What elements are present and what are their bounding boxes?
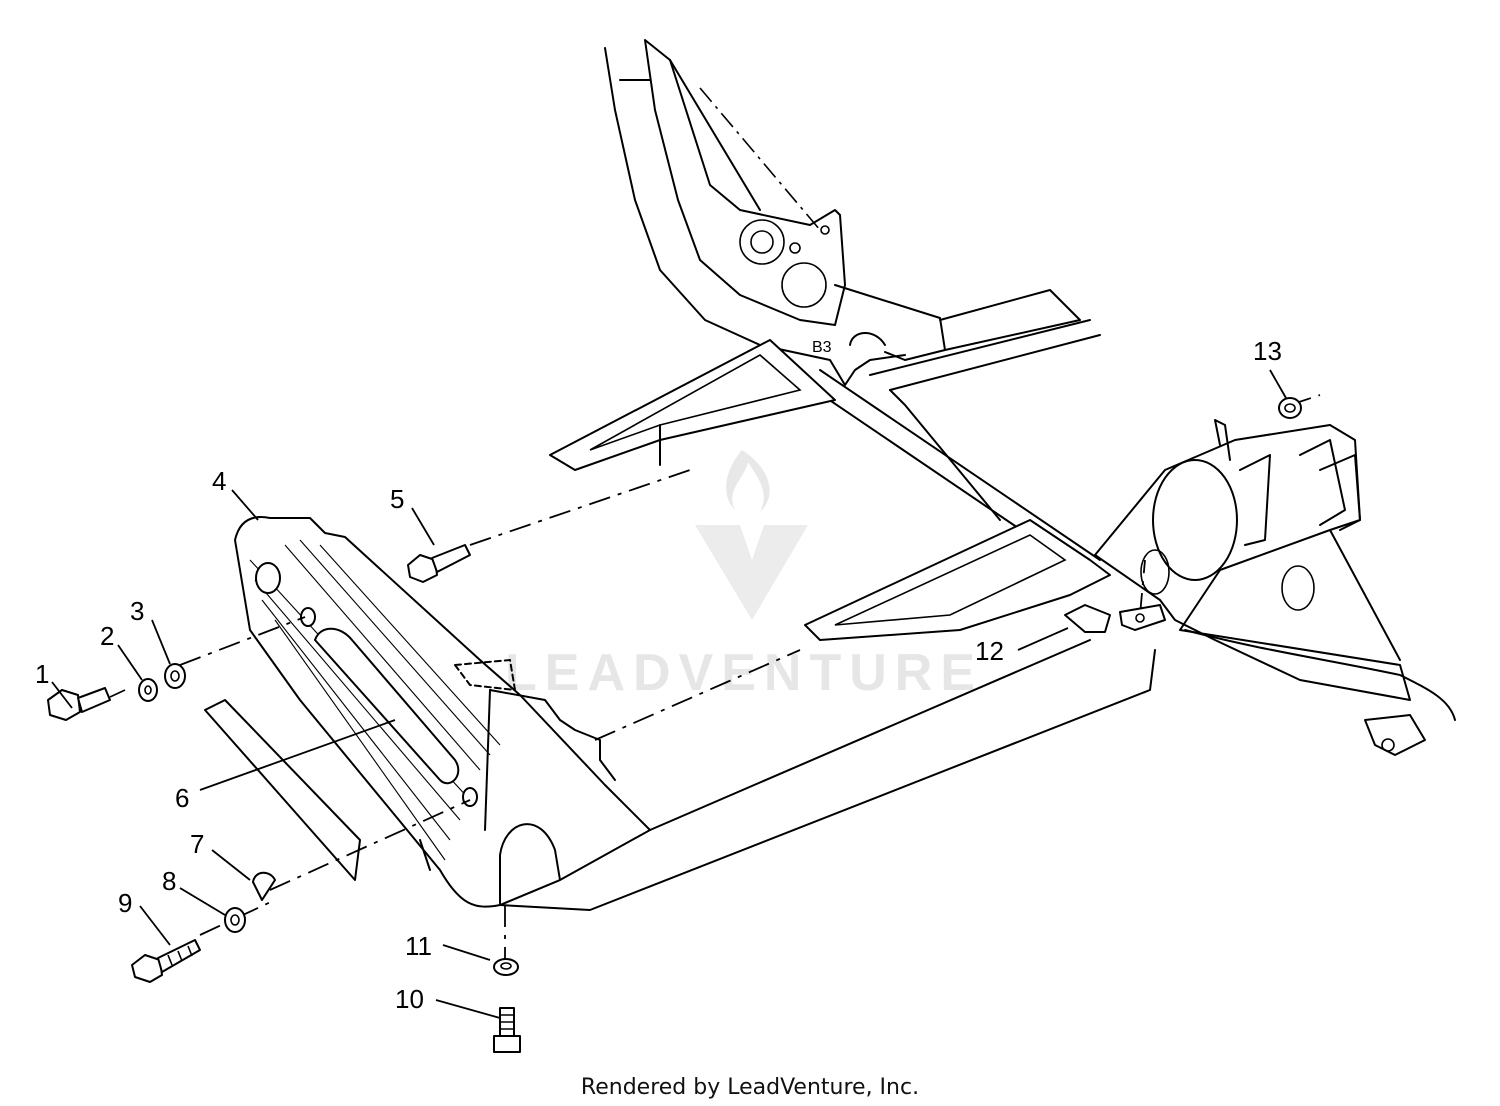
upper-bracket <box>549 339 836 471</box>
lower-bracket <box>804 519 1111 641</box>
frame-marking: B3 <box>812 339 832 356</box>
callout-12: 12 <box>975 636 1004 666</box>
part-5-spacer <box>407 544 471 583</box>
footer-credit: Rendered by LeadVenture, Inc. <box>581 1075 919 1100</box>
part-13-nut <box>1278 397 1302 419</box>
part-8-washer <box>224 907 246 933</box>
part-9-bolt <box>131 939 201 983</box>
callout-2: 2 <box>100 621 114 651</box>
outline-lines <box>499 639 1156 911</box>
frame-upright: B3 <box>604 39 946 386</box>
callout-5: 5 <box>390 484 404 514</box>
callout-1: 1 <box>35 659 49 689</box>
callouts: 1 2 3 4 5 6 7 8 9 10 11 12 13 <box>35 336 1282 1014</box>
part-1-bolt <box>47 687 126 721</box>
leader-lines <box>51 369 1287 1019</box>
frame-rails <box>799 289 1101 571</box>
callout-9: 9 <box>118 888 132 918</box>
watermark-logo: LEADVENTURE <box>505 450 983 702</box>
callout-11: 11 <box>405 931 432 961</box>
part-11-nut <box>493 958 519 976</box>
callout-8: 8 <box>162 866 176 896</box>
watermark-text: LEADVENTURE <box>505 644 983 702</box>
part-4-guard <box>234 516 651 908</box>
hub-assembly <box>1094 419 1456 756</box>
part-12-plate <box>1064 604 1166 633</box>
part-10-bolt <box>493 1007 521 1053</box>
part-3-washer <box>164 663 186 689</box>
callout-10: 10 <box>395 984 424 1014</box>
callout-3: 3 <box>130 596 144 626</box>
callout-13: 13 <box>1253 336 1282 366</box>
callout-6: 6 <box>175 783 189 813</box>
part-7-plug <box>252 871 276 901</box>
hardware <box>47 397 1302 1053</box>
part-6-strip <box>204 699 361 881</box>
callout-7: 7 <box>190 829 204 859</box>
part-2-washer <box>138 678 158 702</box>
callout-4: 4 <box>212 466 226 496</box>
